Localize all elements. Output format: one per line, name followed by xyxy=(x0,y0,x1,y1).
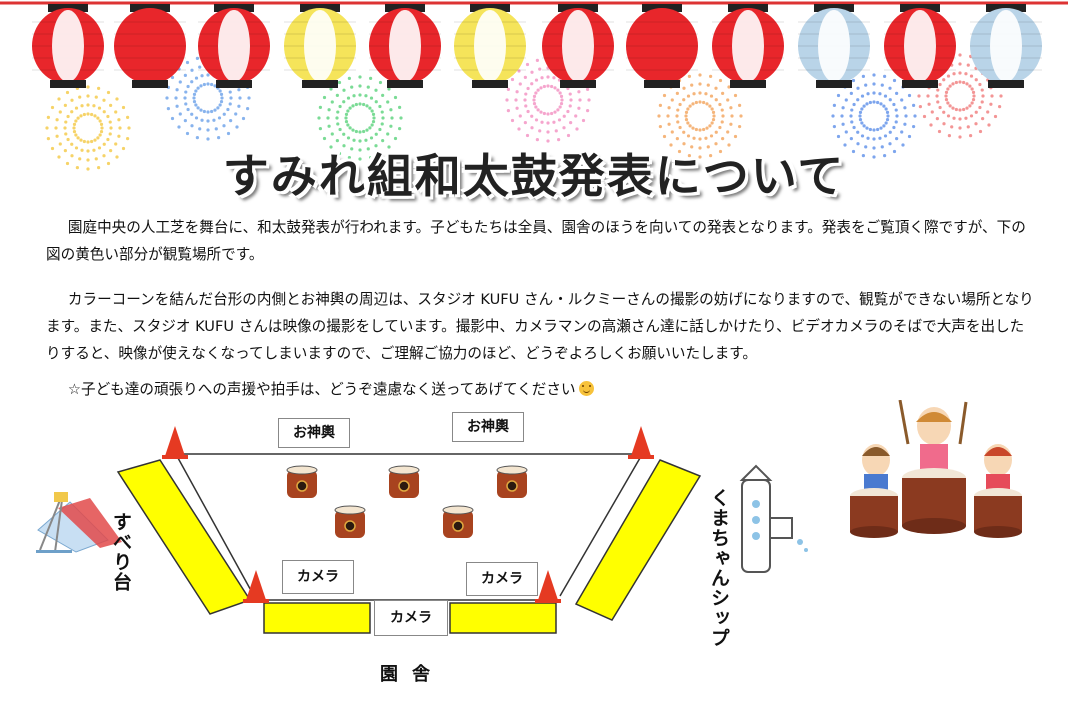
lantern-icon xyxy=(284,4,356,88)
cheer-text: ☆子ども達の頑張りへの声援や拍手は、どうぞ遠慮なく送ってあげてください xyxy=(67,381,576,398)
cheer-paragraph: ☆子ども達の頑張りへの声援や拍手は、どうぞ遠慮なく送ってあげてください xyxy=(46,376,1036,403)
stage-boundary-left xyxy=(177,457,255,597)
ship-label: くまちゃんシップ xyxy=(708,488,730,648)
viewing-area-left xyxy=(116,459,252,615)
camera-left-box: カメラ xyxy=(282,560,354,594)
camera-center-box: カメラ xyxy=(374,600,448,636)
building-label: 園舎 xyxy=(380,664,444,685)
lantern-icon xyxy=(970,4,1042,88)
lantern-icon xyxy=(369,4,441,88)
taiko-drum-icon xyxy=(442,505,474,538)
viewing-area-bottom-right xyxy=(449,602,557,634)
omikoshi-right-box: お神輿 xyxy=(452,412,524,442)
smile-emoji-icon xyxy=(578,381,594,396)
lantern-banner xyxy=(0,1,1068,171)
viewing-area-bottom-left xyxy=(263,602,371,634)
taiko-drum-icon xyxy=(388,465,420,498)
venue-diagram xyxy=(36,400,1022,634)
stage-boundary-right xyxy=(559,457,641,597)
lantern-icon xyxy=(712,4,784,88)
omikoshi-left-box: お神輿 xyxy=(278,418,350,448)
page-title: すみれ組和太鼓発表について xyxy=(222,149,846,203)
lantern-icon xyxy=(454,4,526,88)
lantern-icon xyxy=(114,4,186,88)
taiko-drum-icon xyxy=(334,505,366,538)
slide-label: すべり台 xyxy=(110,512,132,592)
viewing-area-right xyxy=(574,459,702,621)
lantern-icon xyxy=(626,4,698,88)
drummer-kids-illustration xyxy=(850,400,1022,538)
lantern-icon xyxy=(32,4,104,88)
taiko-drum-icon xyxy=(496,465,528,498)
lantern-icon xyxy=(198,4,270,88)
cone-icon xyxy=(162,426,654,603)
slide-icon xyxy=(36,492,122,553)
lantern-icon xyxy=(798,4,870,88)
lantern-icon xyxy=(884,4,956,88)
camera-right-box: カメラ xyxy=(466,562,538,596)
taiko-drum-icon xyxy=(286,465,318,498)
intro-paragraph: 園庭中央の人工芝を舞台に、和太鼓発表が行われます。子どもたちは全員、園舎のほうを… xyxy=(46,219,1026,263)
ship-icon xyxy=(739,464,808,573)
lantern-icon xyxy=(542,4,614,88)
taiko-drum-icons xyxy=(286,465,528,538)
notice-paragraph: カラーコーンを結んだ台形の内側とお神輿の周辺は、スタジオ KUFU さん・ルクミ… xyxy=(46,291,1034,362)
